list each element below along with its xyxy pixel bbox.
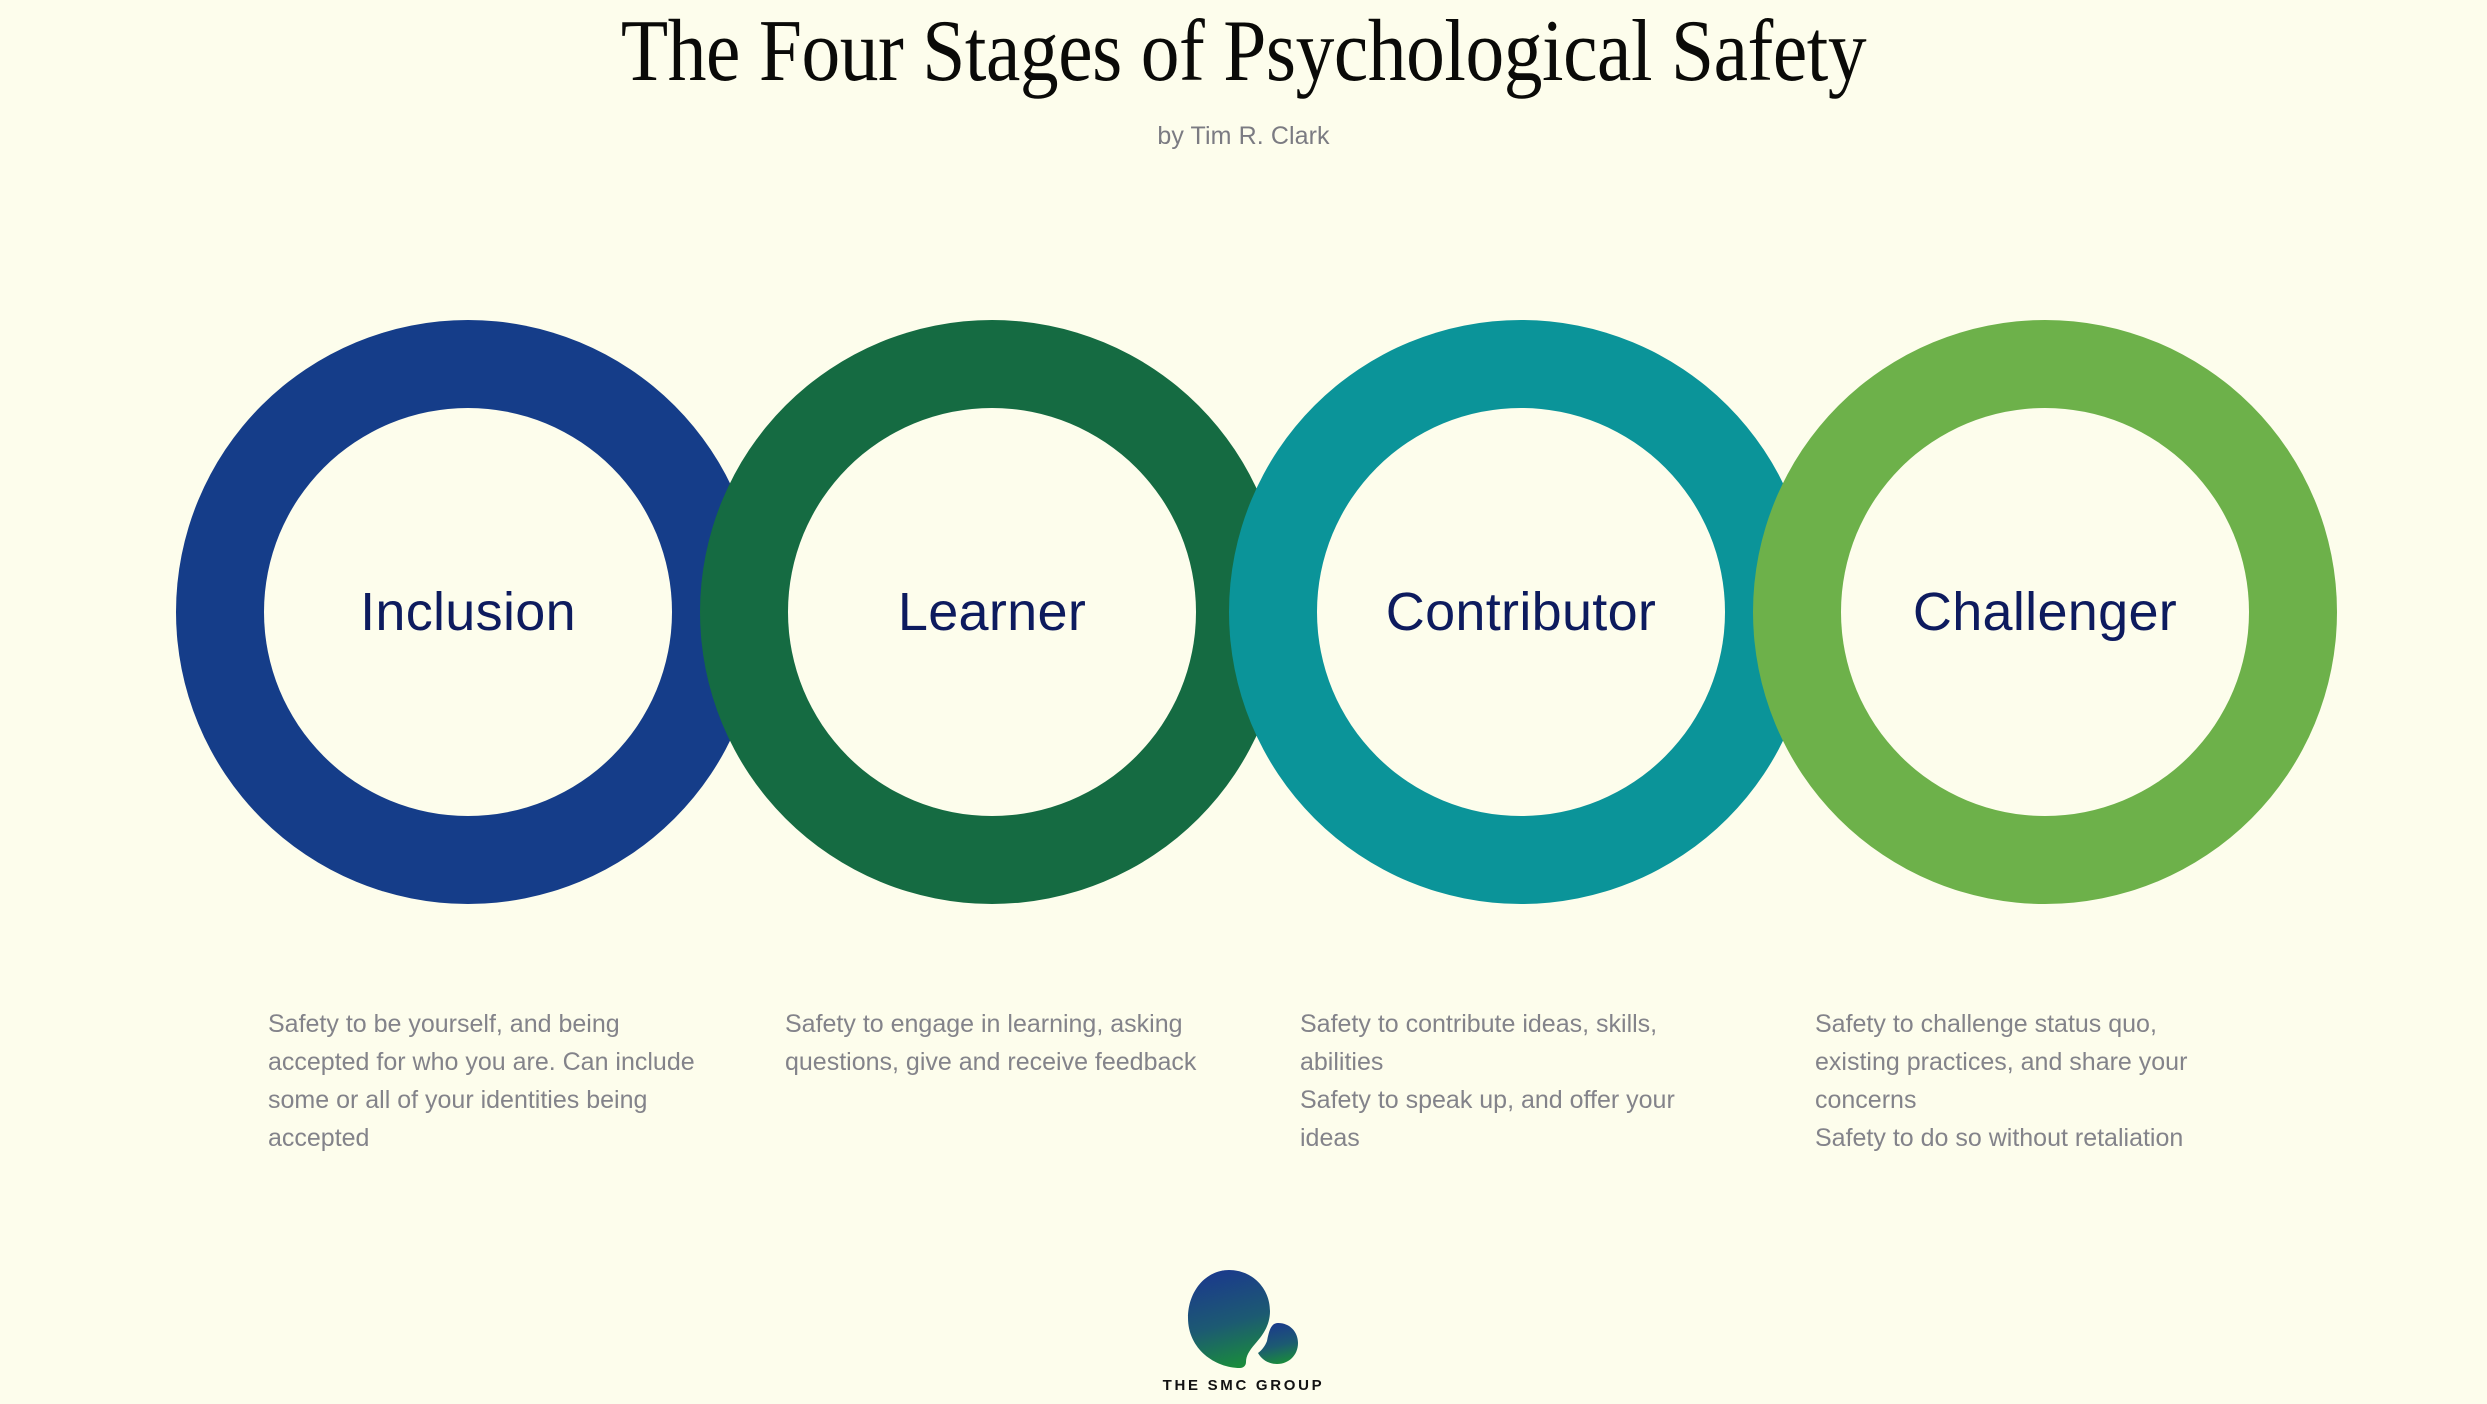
logo-wordmark: THE SMC GROUP — [1162, 1377, 1325, 1394]
header: The Four Stages of Psychological Safety … — [0, 0, 2487, 151]
stage-description-contributor: Safety to contribute ideas, skills, abil… — [1300, 1005, 1730, 1157]
stage-label-contributor: Contributor — [1385, 582, 1657, 642]
stages-diagram: Inclusion Learner Contributor Challenger — [0, 320, 2487, 904]
description-paragraph: Safety to be yourself, and being accepte… — [268, 1010, 695, 1152]
stage-description-challenger: Safety to challenge status quo, existing… — [1815, 1005, 2245, 1157]
logo-small-shape — [1257, 1323, 1298, 1364]
description-paragraph: Safety to challenge status quo, existing… — [1815, 1010, 2188, 1114]
stage-label-inclusion: Inclusion — [360, 582, 576, 642]
description-paragraph: Safety to do so without retaliation — [1815, 1124, 2184, 1152]
stage-label-learner: Learner — [897, 582, 1087, 642]
stage-label-challenger: Challenger — [1912, 582, 2178, 642]
stage-circle-inner: Inclusion — [264, 408, 672, 816]
stage-circle-contributor[interactable]: Contributor — [1229, 320, 1813, 904]
stage-circle-inner: Learner — [788, 408, 1196, 816]
description-paragraph: Safety to speak up, and offer your ideas — [1300, 1086, 1675, 1152]
stage-descriptions: Safety to be yourself, and being accepte… — [0, 1005, 2487, 1205]
stage-circle-challenger[interactable]: Challenger — [1753, 320, 2337, 904]
smc-group-logo-icon — [1187, 1270, 1298, 1368]
stage-circle-inner: Contributor — [1317, 408, 1725, 816]
description-paragraph: Safety to contribute ideas, skills, abil… — [1300, 1010, 1658, 1076]
stage-circle-learner[interactable]: Learner — [700, 320, 1284, 904]
logo-large-shape — [1187, 1270, 1270, 1368]
stage-circle-inclusion[interactable]: Inclusion — [176, 320, 760, 904]
page-title: The Four Stages of Psychological Safety — [620, 3, 1867, 100]
page-subtitle-author: by Tim R. Clark — [1157, 122, 1330, 150]
stage-description-learner: Safety to engage in learning, asking que… — [785, 1005, 1215, 1081]
stage-description-inclusion: Safety to be yourself, and being accepte… — [268, 1005, 698, 1157]
stage-circle-inner: Challenger — [1841, 408, 2249, 816]
footer-logo-area: THE SMC GROUP — [0, 1266, 2487, 1394]
description-paragraph: Safety to engage in learning, asking que… — [785, 1010, 1197, 1076]
